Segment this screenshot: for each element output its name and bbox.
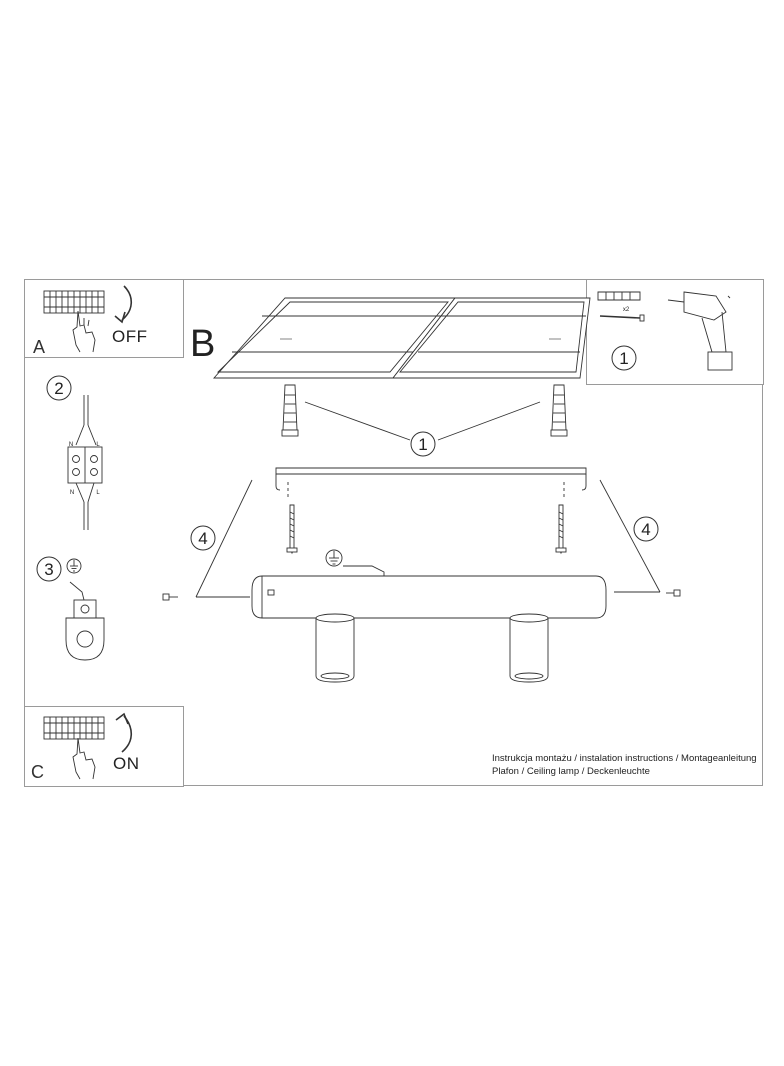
screw-icon — [286, 504, 298, 555]
mounting-bracket — [275, 467, 587, 500]
callout-circle-3 — [36, 556, 62, 582]
callout-2: 2 — [54, 379, 63, 398]
ground-symbol-icon — [66, 558, 82, 574]
step-a-label: A — [33, 337, 46, 357]
callout-4-left: 4 — [198, 529, 207, 548]
screw-icon — [162, 593, 178, 601]
screw-icon — [666, 589, 681, 597]
callout-4-right: 4 — [641, 520, 650, 539]
wall-plug-icon — [281, 384, 299, 437]
wall-plug-icon — [550, 384, 568, 437]
arrow-icon — [114, 285, 133, 324]
wall-plug-icon — [597, 291, 641, 301]
hand-icon — [72, 737, 96, 780]
arrow-icon — [115, 712, 133, 753]
footer-caption: Instrukcja montażu / instalation instruc… — [492, 752, 757, 778]
terminal-label-l-bottom: L — [96, 490, 100, 496]
ceiling — [212, 297, 591, 379]
terminal-label-n-top: N — [69, 442, 73, 448]
quantity-label: x2 — [623, 307, 630, 313]
callout-1: 1 — [418, 435, 427, 454]
power-switch-icon — [43, 290, 105, 314]
footer-line-1: Instrukcja montażu / instalation instruc… — [492, 753, 757, 764]
on-label: ON — [113, 754, 140, 773]
terminal-block — [67, 395, 103, 530]
terminal-label-l-top: L — [96, 442, 100, 448]
callout-1-tools: 1 — [619, 349, 628, 368]
callout-circle-4-right — [633, 516, 659, 542]
step-b-label: B — [190, 323, 216, 365]
callout-circle-2 — [46, 375, 72, 401]
screw-icon — [599, 314, 645, 322]
callout-circle-4-left — [190, 525, 216, 551]
terminal-label-n-bottom: N — [70, 490, 74, 496]
screw-icon — [555, 504, 567, 555]
power-switch-icon — [43, 716, 105, 740]
callout-3: 3 — [44, 560, 53, 579]
ground-symbol-icon — [325, 549, 385, 578]
ground-connector — [65, 581, 105, 661]
step-c-label: C — [31, 762, 44, 782]
lamp-spot-right — [509, 613, 549, 683]
footer-line-2: Plafon / Ceiling lamp / Deckenleuchte — [492, 766, 650, 777]
callout-circle-1-tools — [611, 345, 637, 371]
hand-icon — [72, 310, 96, 353]
callout-circle-1 — [410, 431, 436, 457]
drill-icon — [667, 291, 733, 371]
lamp-spot-left — [315, 613, 355, 683]
lamp-body — [251, 575, 607, 619]
off-label: OFF — [112, 327, 148, 346]
